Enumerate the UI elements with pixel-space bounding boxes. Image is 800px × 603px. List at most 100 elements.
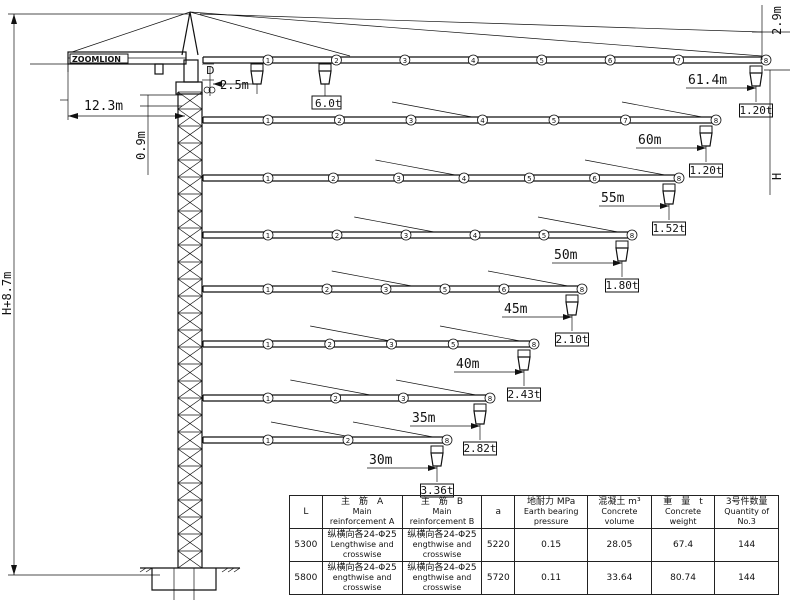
mast-brace <box>177 244 203 263</box>
mast-brace <box>177 533 203 552</box>
cell-qty: 144 <box>714 528 779 562</box>
load-label: 2.82t <box>463 442 496 455</box>
mast-brace <box>177 312 203 331</box>
section-number: 2 <box>333 395 337 403</box>
section-marker <box>321 283 333 295</box>
section-number: 8 <box>445 437 449 445</box>
load-box <box>605 278 639 293</box>
mast-brace <box>177 516 203 535</box>
section-marker <box>626 229 638 241</box>
section-marker <box>262 392 274 404</box>
load-box <box>555 332 589 347</box>
cell-weight: 67.4 <box>650 528 716 562</box>
min-radius-label: 2.5m <box>220 78 249 92</box>
cell-volume: 28.05 <box>587 528 652 562</box>
section-number: 1 <box>266 395 270 403</box>
section-number: 3 <box>384 286 388 294</box>
hook-block <box>699 132 713 147</box>
base-offset-dimension: 0.9m <box>134 94 182 175</box>
section-marker <box>342 434 354 446</box>
counter-jib: ZOOMLION 12.3m <box>30 51 187 120</box>
section-number: 8 <box>532 341 536 349</box>
base-offset-label: 0.9m <box>134 131 148 160</box>
cell-qty: 144 <box>714 561 779 595</box>
cell-volume: 33.64 <box>587 561 652 595</box>
section-marker <box>405 114 417 126</box>
total-height-label: H+8.7m <box>0 272 14 315</box>
load-box <box>652 221 686 236</box>
trolley-hook <box>517 349 531 386</box>
section-number: 8 <box>677 175 681 183</box>
section-marker <box>467 54 479 66</box>
load-box <box>507 387 541 402</box>
slewing-unit: D <box>175 59 216 96</box>
mast-brace <box>177 193 203 212</box>
mast-brace <box>177 499 203 518</box>
hook-block <box>473 410 487 425</box>
section-number: 2 <box>328 341 332 349</box>
section-marker <box>262 172 274 184</box>
counter-jib-length: 12.3m <box>84 99 123 114</box>
mast-brace <box>177 227 203 246</box>
section-number: 1 <box>266 286 270 294</box>
jib-tie-rod <box>290 379 371 396</box>
trolley-hook <box>615 240 629 277</box>
section-marker <box>393 172 405 184</box>
section-marker <box>469 229 481 241</box>
cell-weight: 80.74 <box>650 561 716 595</box>
radius-arrow <box>660 203 669 209</box>
cell-a: 5220 <box>481 528 516 562</box>
trolley-hook <box>699 125 713 162</box>
trolley-hook <box>565 294 579 331</box>
section-marker <box>536 54 548 66</box>
section-marker <box>484 392 496 404</box>
radius-label: 55m <box>601 191 625 206</box>
mast-brace <box>177 448 203 467</box>
trolley-hook <box>749 65 763 102</box>
mast-brace <box>177 465 203 484</box>
radius-arrow <box>563 314 572 320</box>
jib-tie-rod <box>391 101 473 118</box>
radius-label: 35m <box>412 411 436 426</box>
section-number: 6 <box>592 175 597 183</box>
section-number: 1 <box>266 341 270 349</box>
mast-brace <box>177 176 203 195</box>
cell-l: 5300 <box>289 528 323 562</box>
section-marker <box>447 338 459 350</box>
trolley <box>430 445 444 454</box>
load-label: 3.36t <box>420 484 453 497</box>
header-cell: L <box>289 495 323 529</box>
radius-label: 60m <box>638 133 662 148</box>
section-number: 6 <box>608 57 613 65</box>
section-number: 3 <box>404 232 408 240</box>
trolley-hook <box>430 445 444 482</box>
jib-tie-rod <box>331 270 412 287</box>
section-number: 2 <box>335 232 339 240</box>
section-number: 2 <box>334 57 338 65</box>
mast-brace <box>177 550 203 569</box>
radius-label: 50m <box>554 248 578 263</box>
jib-tie-rod <box>270 421 352 438</box>
section-number: 4 <box>471 57 476 65</box>
section-marker <box>386 338 397 350</box>
tower-head <box>71 11 763 57</box>
mast-brace <box>177 295 203 314</box>
section-number: 5 <box>542 232 546 240</box>
section-number: 7 <box>676 57 680 65</box>
mast-brace <box>177 125 203 144</box>
foundation <box>139 567 241 600</box>
section-number: 1 <box>266 437 270 445</box>
section-marker <box>548 114 560 126</box>
mast-brace <box>177 397 203 416</box>
section-marker <box>576 283 588 295</box>
section-marker <box>380 283 392 295</box>
